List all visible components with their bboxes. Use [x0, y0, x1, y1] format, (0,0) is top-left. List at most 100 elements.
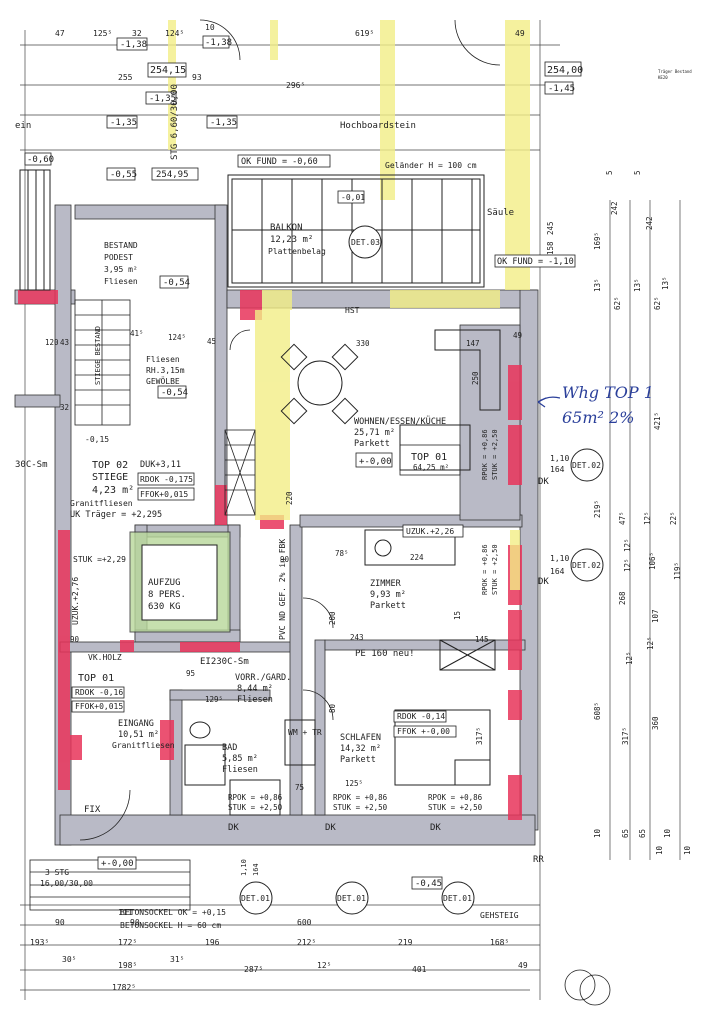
detail-label-side-2: DET.02: [572, 561, 601, 570]
bottom-dimensions-4: 1782⁵: [112, 983, 136, 992]
dimension-label: 43: [60, 338, 69, 347]
det-side-w1: 1,10: [550, 454, 569, 463]
dimension-label: 41⁵: [130, 329, 144, 338]
dimension-label: 22⁵: [669, 511, 678, 525]
dimension-label: 95: [186, 669, 195, 678]
dimension-label: 158: [546, 241, 555, 255]
dimension-label: 90: [130, 918, 140, 927]
dimension-label: 119⁵: [673, 562, 682, 580]
dimension-label: 62⁵: [613, 296, 622, 310]
tag-stuk-5: STUK = +2,50: [491, 429, 499, 480]
dimension-label: 65: [621, 829, 630, 838]
dimension-label: 243: [350, 633, 364, 642]
room-balkon-finish: Plattenbelag: [268, 247, 326, 256]
dimension-label: 5: [605, 170, 614, 175]
dimension-label: 12⁵: [646, 636, 655, 650]
room-top01-area: 64,25 m²: [413, 463, 449, 472]
dimension-label: 224: [410, 553, 424, 562]
room-top01-left: TOP 01: [78, 673, 114, 684]
dimension-label: 1782⁵: [112, 983, 136, 992]
room-top02-ukt: UK Träger = +2,295: [70, 510, 162, 520]
room-zimmer-finish: Parkett: [370, 601, 406, 611]
yellow-markings: [168, 20, 530, 590]
sheet-note-2: KE20: [658, 75, 668, 80]
room-aufzug-weight: 630 KG: [148, 602, 181, 612]
dimension-label: 90: [55, 918, 65, 927]
ok-fund-1: OK FUND = -0,60: [241, 157, 318, 167]
dimension-label: 219: [398, 938, 413, 947]
tag-ei: EI230C-Sm: [200, 657, 249, 667]
dimension-label: 65: [638, 829, 647, 838]
construction-lines: [20, 20, 681, 1000]
tag-rdok-2: RDOK -0,16: [75, 688, 123, 697]
dimension-label: 242: [645, 216, 654, 230]
ok-fund-2: OK FUND = -1,10: [497, 257, 574, 267]
dimension-label: 111: [118, 908, 133, 917]
tag-gehsteig: GEHSTEIG: [480, 911, 519, 920]
dimension-label: 5: [633, 170, 642, 175]
dimension-label: 169⁵: [593, 232, 602, 250]
room-zimmer-area: 9,93 m²: [370, 590, 406, 600]
dimension-label: 90: [70, 635, 80, 644]
tag-stuk-3: STUK = +2,50: [333, 803, 388, 812]
dimension-label: 608⁵: [593, 702, 602, 720]
tag-uzuk-1: UZUK.+2,26: [406, 527, 454, 536]
dimension-label: 32: [132, 29, 142, 38]
tag-dk-4: DK: [325, 823, 336, 833]
level-balcony: -0,01: [341, 193, 365, 202]
dimension-label: 90: [280, 555, 290, 564]
room-zimmer: ZIMMER: [370, 579, 402, 589]
det-side-h2: 164: [550, 567, 565, 576]
room-fliesen-sub2: GEWÖLBE: [146, 376, 180, 386]
room-vorr-area: 8,44 m²: [237, 684, 273, 694]
dimension-label: 13⁵: [633, 278, 642, 292]
tag-pe: PE 160 neu!: [355, 649, 415, 659]
dimension-label: 317⁵: [621, 727, 630, 745]
level-texts: -1,38 -1,38 254,15 -1,35 -1,35 -1,35 254…: [27, 38, 583, 889]
dimension-label: 13⁵: [661, 276, 670, 290]
dimension-label: 250: [471, 371, 480, 385]
detail-label-side-1: DET.02: [572, 461, 601, 470]
level-top-left-1: -1,38: [120, 40, 147, 50]
dimension-label: 31⁵: [170, 955, 184, 964]
tag-dk-3: DK: [228, 823, 239, 833]
level-top-left-2: 254,15: [150, 65, 186, 76]
tag-rpok-3: RPOK = +0,86: [428, 793, 483, 802]
door-swings: [79, 19, 611, 1006]
tag-stuk-6: STUK = +2,50: [491, 544, 499, 595]
level-stiege: -0,15: [85, 435, 109, 444]
room-bestand-area: 3,95 m²: [104, 265, 138, 274]
handwritten-note: Whg TOP 1 65m² 2%: [537, 383, 654, 427]
room-aufzug: AUFZUG: [148, 578, 181, 588]
dimension-label: 106⁵: [648, 552, 657, 570]
dimension-label: 255: [118, 73, 133, 82]
dimension-label: 93: [192, 73, 202, 82]
tag-rpok-4: RPOK = +0,86: [481, 429, 489, 480]
room-wohnen-finish: Parkett: [354, 439, 390, 449]
dimension-label: 12⁵: [317, 961, 331, 970]
tag-hochbord: Hochboardstein: [340, 121, 416, 131]
tag-rpok-1: RPOK = +0,86: [228, 793, 283, 802]
level-gewolbe: -0,54: [161, 388, 188, 398]
room-labels: BESTAND PODEST 3,95 m² Fliesen BALKON 12…: [70, 223, 449, 775]
tag-wm: WM + TR: [288, 728, 322, 737]
dimension-label: 212⁵: [297, 938, 316, 947]
level-boxes: [24, 35, 582, 890]
room-bad-area: 5,85 m²: [222, 754, 258, 764]
level-bottom-2: -0,45: [415, 879, 442, 889]
dimension-label: 198⁵: [118, 961, 137, 970]
room-wohnen-area: 25,71 m²: [354, 428, 395, 438]
dimension-label: 296⁵: [286, 81, 305, 90]
room-balkon: BALKON: [270, 223, 303, 233]
level-top-right-1: 254,00: [547, 65, 583, 76]
room-eingang: EINGANG: [118, 719, 154, 729]
level-bottom-1: +-0,00: [101, 859, 134, 869]
dimension-label: 120: [45, 338, 59, 347]
level-stg: 254,95: [156, 170, 189, 180]
room-vorr-finish: Fliesen: [237, 695, 273, 705]
dimension-label: 10: [593, 828, 602, 838]
